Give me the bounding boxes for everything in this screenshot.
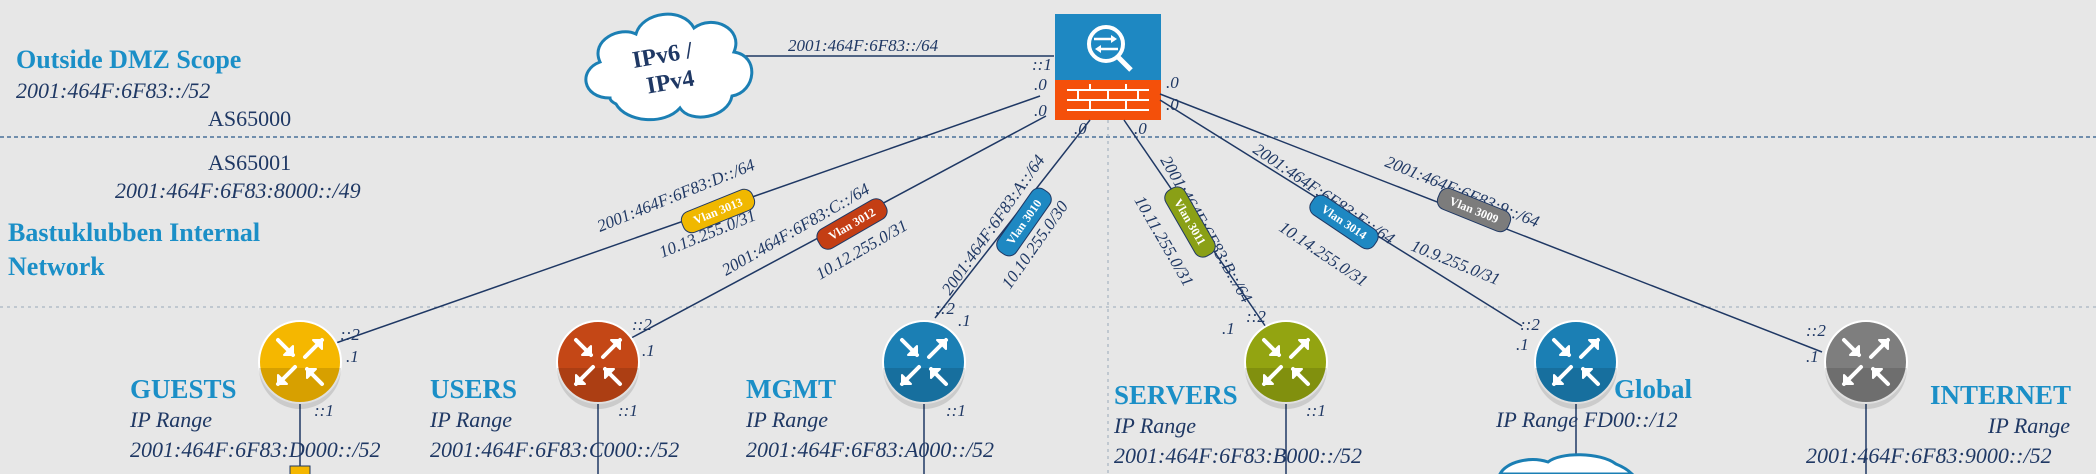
links-layer: 2001:464F:6F83:D::/6410.13.255.0/31Vlan …	[315, 93, 1823, 353]
link-prefix-internet: 2001:464F:6F83:9::/64	[1383, 152, 1543, 231]
router-internet: ::2.1	[1806, 320, 1908, 474]
bottom-partial-items	[289, 453, 1635, 474]
link-mgmt: 2001:464F:6F83:A::/6410.10.255.0/30Vlan …	[934, 119, 1091, 319]
router-icon	[1244, 320, 1328, 409]
router-title-mgmt: MGMT	[746, 374, 836, 404]
router-v4-end-mgmt: .1	[958, 311, 971, 330]
router-range-internet: 2001:464F:6F83:9000::/52	[1806, 443, 2052, 468]
global-cloud-icon	[1498, 453, 1635, 474]
router-users: ::2.1::1	[556, 315, 655, 474]
inside-zone-title-2: Network	[8, 252, 105, 281]
core-router-icon	[1055, 14, 1161, 80]
router-title-users: USERS	[430, 374, 517, 404]
router-global: ::2.1	[1516, 315, 1618, 474]
guests-switch-icon	[289, 465, 311, 474]
router-v4-end-internet: .1	[1806, 347, 1819, 366]
cloud-icon	[584, 12, 754, 122]
router-v6-end-users: ::2	[632, 315, 652, 334]
core-firewall-icon	[1055, 80, 1161, 120]
router-lan-end-guests: ::1	[314, 401, 334, 420]
router-title-guests: GUESTS	[130, 374, 237, 404]
router-subtitle-internet: IP Range	[1987, 413, 2070, 438]
router-subtitle-users: IP Range	[429, 407, 512, 432]
router-range-users: 2001:464F:6F83:C000::/52	[430, 437, 679, 462]
router-guests: ::2.1::1	[258, 320, 360, 474]
router-subtitle-guests: IP Range	[129, 407, 212, 432]
router-icon	[556, 320, 640, 409]
router-v4-end-servers: .1	[1222, 319, 1235, 338]
router-subtitle-mgmt: IP Range	[745, 407, 828, 432]
router-range-servers: 2001:464F:6F83:B000::/52	[1114, 443, 1362, 468]
routers-layer: ::2.1::1::2.1::1::2.1::1::2.1::1::2.1::2…	[258, 299, 1908, 474]
outside-zone-prefix: 2001:464F:6F83::/52	[16, 78, 210, 103]
core-label-mid-left: .0	[1034, 101, 1047, 120]
router-title-global: Global	[1614, 374, 1693, 404]
link-v4-internet: 10.9.255.0/31	[1409, 236, 1503, 289]
uplink-end-label: ::1	[1032, 55, 1052, 74]
router-icon	[1534, 320, 1618, 409]
core-label-down-left: .0	[1074, 119, 1087, 138]
router-v6-end-mgmt: ::2	[935, 299, 955, 318]
outside-as-number: AS65000	[208, 106, 291, 131]
link-guests: 2001:464F:6F83:D::/6410.13.255.0/31Vlan …	[315, 95, 1041, 351]
router-range-guests: 2001:464F:6F83:D000::/52	[130, 437, 381, 462]
link-servers: 2001:464F:6F83:B::/6410.11.255.0/31Vlan …	[1123, 119, 1269, 331]
router-icon	[882, 320, 966, 409]
router-v4-end-users: .1	[642, 341, 655, 360]
router-v6-end-global: ::2	[1520, 315, 1540, 334]
core-label-down-right: .0	[1134, 119, 1147, 138]
router-title-internet: INTERNET	[1930, 380, 2071, 410]
router-v4-end-guests: .1	[346, 347, 359, 366]
router-v4-end-global: .1	[1516, 335, 1529, 354]
inside-zone-title-1: Bastuklubben Internal	[8, 218, 260, 247]
router-v6-end-guests: ::2	[340, 325, 360, 344]
router-lan-end-mgmt: ::1	[946, 401, 966, 420]
router-servers: ::2.1::1	[1222, 307, 1328, 474]
outside-zone-title: Outside DMZ Scope	[16, 45, 241, 74]
router-v6-end-internet: ::2	[1806, 321, 1826, 340]
inside-as-number: AS65001	[208, 150, 291, 175]
router-subtitle-global: IP Range FD00::/12	[1495, 407, 1678, 432]
router-mgmt: ::2.1::1	[882, 299, 971, 474]
router-title-servers: SERVERS	[1114, 380, 1238, 410]
router-lan-end-users: ::1	[618, 401, 638, 420]
router-v6-end-servers: ::2	[1246, 307, 1266, 326]
core-label-up-left: .0	[1034, 75, 1047, 94]
link-line-guests	[315, 95, 1041, 351]
inside-zone-prefix: 2001:464F:6F83:8000::/49	[115, 178, 361, 203]
router-icon	[258, 320, 342, 409]
core-label-up-right: .0	[1166, 73, 1179, 92]
router-subtitle-servers: IP Range	[1113, 413, 1196, 438]
vlan-tag-global: Vlan 3014	[1309, 194, 1379, 250]
router-icon	[1824, 320, 1908, 409]
uplink-prefix: 2001:464F:6F83::/64	[788, 36, 939, 55]
router-lan-end-servers: ::1	[1306, 401, 1326, 420]
router-range-mgmt: 2001:464F:6F83:A000::/52	[746, 437, 994, 462]
